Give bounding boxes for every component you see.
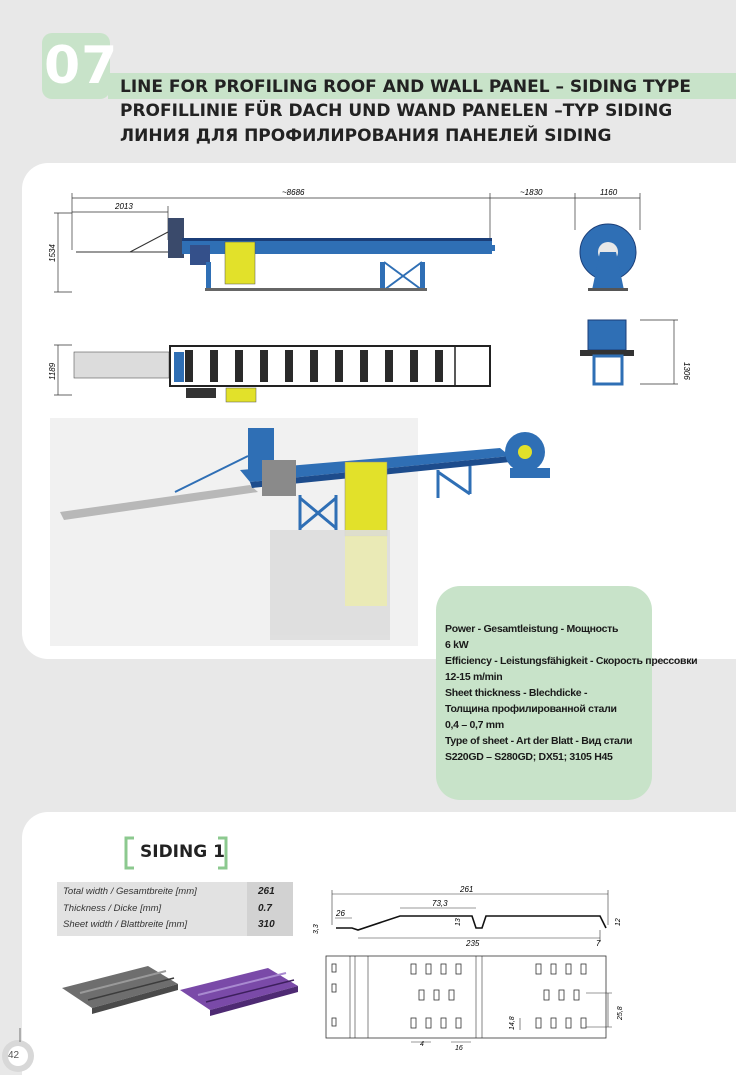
siding-profile-shape	[336, 915, 607, 931]
title-english: LINE FOR PROFILING ROOF AND WALL PANEL –…	[120, 77, 692, 97]
decoiler-side-view	[579, 223, 637, 291]
siding-row-label: Thickness / Dicke [mm]	[63, 903, 162, 914]
siding-drawings: 261 73,3 26 13 3,3 12 235 7 4 16 14,8 25…	[2, 885, 624, 1072]
siding-row-value: 310	[258, 919, 275, 930]
siding-row-label: Sheet width / Blattbreite [mm]	[63, 919, 188, 930]
gear-icon	[2, 1028, 34, 1072]
dim-decoiler-gap: ~1830	[520, 188, 543, 197]
profile-dim-12: 12	[615, 918, 622, 926]
pattern-dim-16: 16	[455, 1045, 463, 1052]
side-view-machine	[76, 218, 495, 291]
spec-efficiency-label: Efficiency - Leistungsfähigkeit - Скорос…	[445, 655, 698, 667]
spec-thickness-label: Sheet thickness - Blechdicke -	[445, 687, 588, 699]
dim-height: 1534	[48, 244, 57, 262]
dim-width: 1189	[48, 362, 57, 380]
spec-power-label: Power - Gesamtleistung - Мощность	[445, 623, 619, 635]
siding-panel	[22, 812, 736, 1075]
decoiler-top-view	[580, 319, 634, 386]
siding-label-bracket	[124, 836, 228, 870]
pattern-dim-4: 4	[420, 1041, 424, 1048]
profile-dim-26: 26	[335, 909, 345, 918]
dim-decoiler-height: 1306	[682, 362, 691, 380]
title-german: PROFILLINIE FÜR DACH UND WAND PANELEN –T…	[120, 101, 673, 121]
dim-entry: 2013	[114, 202, 133, 211]
siding-row-value: 0.7	[258, 903, 272, 914]
pattern-dim-148: 14,8	[509, 1016, 516, 1030]
title-russian: ЛИНИЯ ДЛЯ ПРОФИЛИРОВАНИЯ ПАНЕЛЕЙ SIDING	[120, 126, 612, 146]
spec-thickness-label-ru: Толщина профилированной стали	[445, 703, 617, 715]
profile-dim-13: 13	[455, 918, 462, 926]
section-number: 07	[44, 36, 119, 96]
title-bar	[108, 73, 736, 99]
siding-panel-gray-image	[62, 966, 178, 1014]
specifications-box	[436, 586, 652, 800]
siding-hole-pattern	[325, 955, 607, 1039]
dim-decoiler-width: 1160	[600, 188, 618, 197]
pattern-dim-258: 25,8	[617, 1006, 624, 1021]
section-number-box	[42, 33, 110, 99]
profile-dim-33: 3,3	[313, 924, 320, 934]
spec-power-value: 6 kW	[445, 639, 469, 651]
profile-dim-7: 7	[596, 939, 601, 948]
siding-label: SIDING 1	[140, 842, 225, 862]
siding-panel-purple-image	[180, 968, 298, 1016]
profile-dim-235: 235	[465, 939, 480, 948]
machine-render	[60, 428, 550, 640]
machine-drawings: ~8686 2013 ~1830 1160 1534	[48, 188, 691, 646]
profile-dim-73: 73,3	[432, 899, 448, 908]
page-number: 42	[8, 1050, 20, 1061]
spec-sheet-type-label: Type of sheet - Art der Blatt - Вид стал…	[445, 735, 633, 747]
siding-spec-table	[57, 882, 293, 936]
dim-total-length: ~8686	[282, 188, 305, 197]
siding-row-value: 261	[258, 886, 275, 897]
profile-dim-261: 261	[459, 885, 473, 894]
spec-sheet-type-value: S220GD – S280GD; DX51; 3105 H45	[445, 751, 613, 763]
top-view-machine	[73, 345, 491, 403]
spec-thickness-value: 0,4 – 0,7 mm	[445, 719, 504, 731]
siding-row-label: Total width / Gesamtbreite [mm]	[63, 886, 197, 897]
spec-efficiency-value: 12-15 m/min	[445, 671, 503, 683]
